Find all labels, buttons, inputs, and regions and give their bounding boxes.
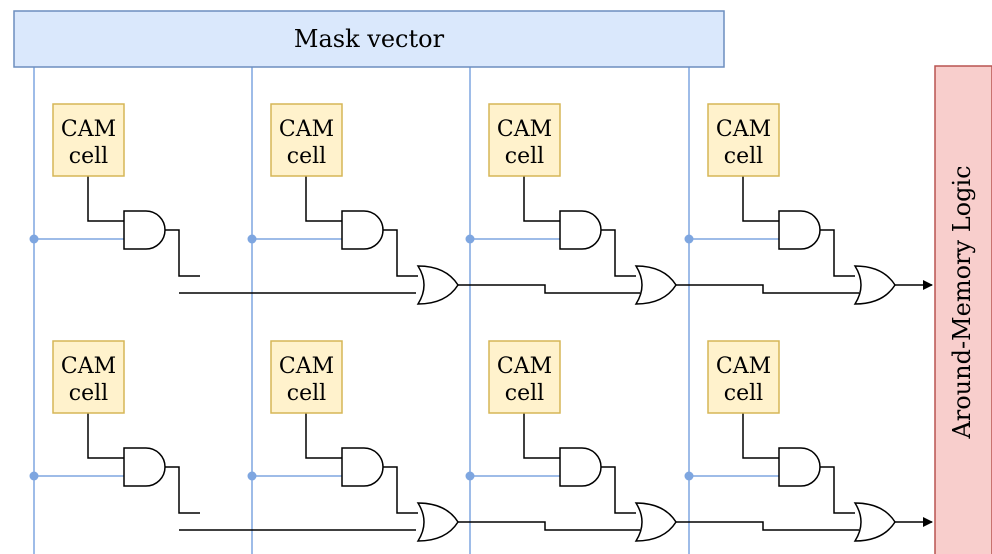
cam-to-and-wire <box>523 176 560 222</box>
cam-cell-box <box>270 340 343 414</box>
bitline-junction-dot <box>684 471 694 481</box>
around-memory-logic-block: Around-Memory Logic <box>934 65 992 554</box>
bitline-junction-dot <box>29 471 39 481</box>
cam-cell-box <box>488 340 561 414</box>
and-gate <box>559 447 602 487</box>
cam-cell-box <box>707 103 780 177</box>
cam-to-and-wire <box>742 176 779 222</box>
cam-to-and-wire <box>305 413 342 459</box>
cam-cell-label-line2: cell <box>724 381 763 406</box>
cam-cell-label-line1: CAM <box>716 117 771 142</box>
and-gate <box>778 447 821 487</box>
cam-cell-label-line2: cell <box>505 381 544 406</box>
cam-cell-box <box>52 340 125 414</box>
and-to-or-wire <box>820 229 855 277</box>
or-gate <box>853 265 896 305</box>
cam-cell-label-line2: cell <box>287 381 326 406</box>
cam-cell-label-line1: CAM <box>279 117 334 142</box>
cam-cell-label-line2: cell <box>724 144 763 169</box>
mask-vector-box <box>13 10 725 68</box>
or-gate <box>416 502 459 542</box>
and-gate <box>123 447 166 487</box>
cam-cell-label-line2: cell <box>69 381 108 406</box>
and-gate <box>559 210 602 250</box>
or-gate <box>634 502 677 542</box>
cam-rows: CAMcellCAMcellCAMcellCAMcellCAMcellCAMce… <box>29 103 933 542</box>
and-to-or-wire <box>165 229 200 277</box>
cam-to-and-wire <box>87 413 124 459</box>
or-gate <box>853 502 896 542</box>
cam-cell-label-line2: cell <box>505 144 544 169</box>
cam-cell-box <box>270 103 343 177</box>
cam-to-and-wire <box>742 413 779 459</box>
or-chain-wire <box>676 521 859 531</box>
and-gate <box>778 210 821 250</box>
or-gate <box>634 265 677 305</box>
bitline-junction-dot <box>247 234 257 244</box>
or-chain-wire <box>676 284 859 294</box>
bitline-junction-dot <box>29 234 39 244</box>
cam-cell-label-line1: CAM <box>716 354 771 379</box>
cam-cell-label-line1: CAM <box>497 354 552 379</box>
cam-to-and-wire <box>523 413 560 459</box>
or-chain-wire <box>458 284 640 294</box>
cam-cell-label-line1: CAM <box>61 354 116 379</box>
cam-cell-label-line1: CAM <box>279 354 334 379</box>
and-gate <box>341 210 384 250</box>
cam-cell-box <box>488 103 561 177</box>
cam-cell-label-line2: cell <box>69 144 108 169</box>
cam-to-and-wire <box>87 176 124 222</box>
cam-to-and-wire <box>305 176 342 222</box>
around-memory-logic-label: Around-Memory Logic <box>948 165 976 439</box>
cam-cell-label-line2: cell <box>287 144 326 169</box>
and-gate <box>123 210 166 250</box>
cam-cell-label-line1: CAM <box>497 117 552 142</box>
bitline-junction-dot <box>247 471 257 481</box>
and-to-or-wire <box>820 466 855 514</box>
bitline-junction-dot <box>465 471 475 481</box>
cam-cell-box <box>52 103 125 177</box>
and-gate <box>341 447 384 487</box>
mask-vector-label: Mask vector <box>294 25 445 53</box>
cam-cell-box <box>707 340 780 414</box>
cam-cell-label-line1: CAM <box>61 117 116 142</box>
and-to-or-wire <box>383 466 418 514</box>
and-to-or-wire <box>383 229 418 277</box>
and-to-or-wire <box>601 466 636 514</box>
and-to-or-wire <box>601 229 636 277</box>
or-chain-wire <box>458 521 640 531</box>
bitline-junction-dot <box>465 234 475 244</box>
bitline-junction-dot <box>684 234 694 244</box>
and-to-or-wire <box>165 466 200 514</box>
or-gate <box>416 265 459 305</box>
mask-vector-block: Mask vector <box>13 10 725 68</box>
around-memory-logic-box <box>934 65 992 554</box>
